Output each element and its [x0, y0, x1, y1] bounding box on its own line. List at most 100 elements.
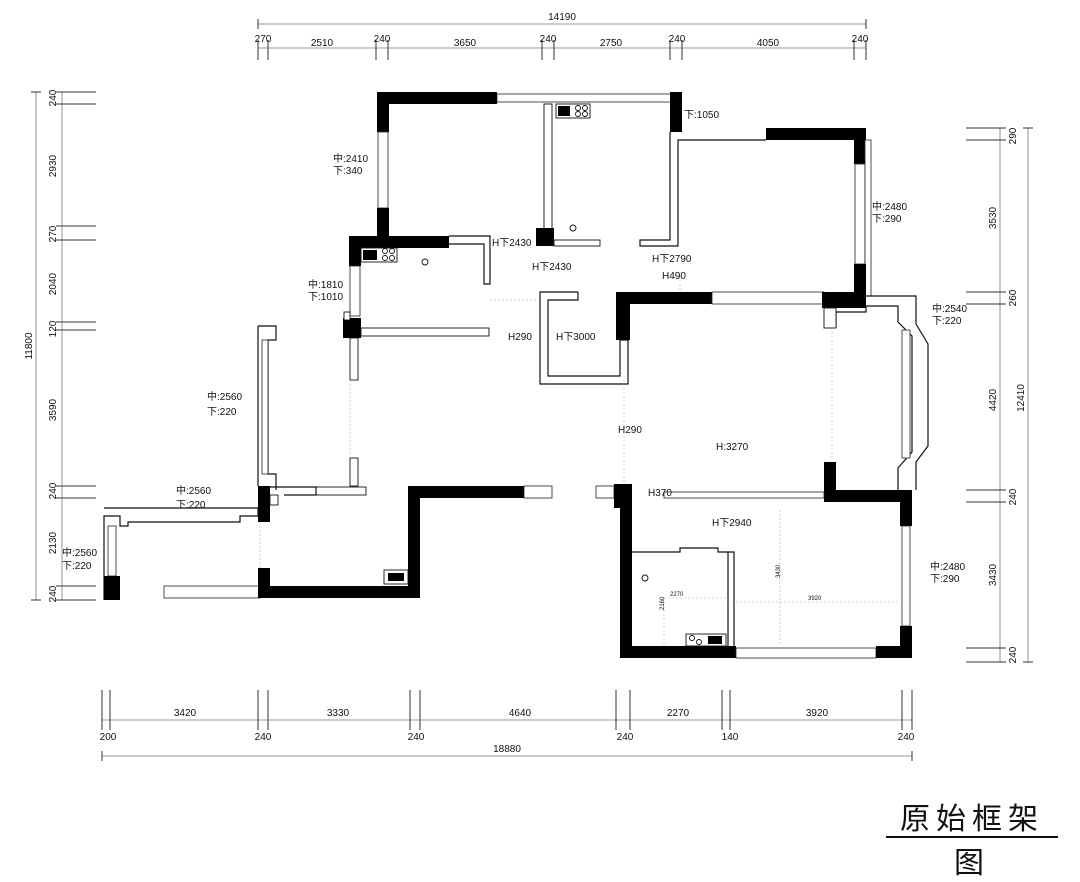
drawing-title: 原始框架图	[900, 802, 1044, 881]
window	[523, 485, 553, 499]
burner-icon	[575, 111, 581, 117]
right-seg-4: 4420	[988, 388, 999, 411]
wall-segment	[854, 128, 866, 164]
bottom-dimension-chain: 3420 3330 4640 2270 3920 200 240 240 240…	[100, 690, 915, 761]
burner-icon	[389, 248, 395, 254]
window-height-label: 中:2560	[62, 546, 97, 559]
column	[104, 576, 120, 600]
left-seg-6: 3590	[48, 398, 59, 421]
wall-segment	[616, 292, 630, 340]
wall-segment	[377, 92, 497, 104]
left-seg-8: 2130	[48, 531, 59, 554]
left-seg-3: 270	[48, 225, 59, 242]
drawing-title-block: 原始框架图	[886, 790, 1058, 881]
beam-height-label: H下2940	[712, 518, 752, 529]
floor-drain-icon	[641, 574, 649, 582]
wall-segment	[670, 92, 682, 132]
sill-height-label: 下:1050	[684, 110, 719, 121]
bottom-wall-3: 240	[408, 732, 425, 743]
wall-outline	[866, 295, 929, 490]
bottom-seg-2: 3330	[327, 708, 350, 719]
beam-height-label: H290	[618, 425, 642, 436]
top-seg-1: 270	[255, 34, 272, 45]
walls	[103, 92, 929, 659]
bottom-wall-5: 140	[722, 732, 739, 743]
wall-segment	[377, 208, 389, 240]
room-dim-label: 3920	[808, 596, 822, 602]
bottom-wall-2: 240	[255, 732, 272, 743]
fixtures	[269, 103, 727, 647]
burner-icon	[389, 255, 395, 261]
right-seg-6: 3430	[988, 563, 999, 586]
partition	[543, 103, 553, 245]
window-height-label: 中:2480	[930, 560, 965, 573]
stove-burner	[363, 250, 377, 260]
wall-segment	[343, 318, 361, 338]
window	[901, 329, 911, 459]
sill-height-label: 下:220	[932, 316, 962, 327]
right-seg-7: 240	[1008, 646, 1019, 663]
window	[496, 93, 678, 103]
partition	[360, 327, 490, 337]
window	[901, 525, 911, 627]
left-dimension-chain: 11800 240 2930 270 2040 120 3590 240 213…	[24, 89, 96, 602]
wall-segment	[822, 292, 866, 308]
wall-outline	[639, 132, 766, 247]
sill-height-label: 下:290	[930, 574, 960, 585]
left-seg-5: 120	[48, 320, 59, 337]
right-seg-1: 290	[1008, 127, 1019, 144]
sill-height-label: 下:340	[333, 166, 363, 177]
beam-height-label: H370	[648, 488, 672, 499]
left-seg-9: 240	[48, 585, 59, 602]
floor-drain-icon	[421, 258, 429, 266]
wall-segment	[377, 92, 389, 132]
wall-outline	[449, 235, 491, 285]
partition	[349, 337, 359, 381]
wall-outline	[632, 547, 735, 646]
wall-segment	[824, 490, 912, 502]
room-dim-label: 3430	[776, 564, 782, 578]
sill-height-label: 下:220	[176, 500, 206, 511]
wall-segment	[408, 486, 420, 598]
beam-height-label: H290	[508, 332, 532, 343]
beam-height-label: H下3000	[556, 332, 596, 343]
small-column	[343, 311, 351, 321]
top-seg-3: 240	[374, 34, 391, 45]
room-dim-label: 2270	[670, 592, 684, 598]
window-height-label: 中:1810	[308, 278, 343, 291]
bottom-seg-4: 2270	[667, 708, 690, 719]
partition	[315, 486, 367, 496]
top-seg-6: 2750	[600, 38, 623, 49]
burner-icon	[696, 639, 702, 645]
top-seg-2: 2510	[311, 38, 334, 49]
right-dimension-chain: 290 3530 260 4420 240 3430 240 12410	[966, 127, 1033, 663]
top-seg-5: 240	[540, 34, 557, 45]
wall-segment	[854, 264, 866, 294]
left-seg-2: 2930	[48, 154, 59, 177]
small-column	[269, 494, 279, 506]
floor-plan: 14190 270 2510 240 3650 240 2750 240 405…	[24, 12, 1033, 761]
beam-height-label: H下2430	[492, 238, 532, 249]
right-seg-5: 240	[1008, 488, 1019, 505]
wall-segment	[258, 586, 420, 598]
beam-height-label: H下2430	[532, 262, 572, 273]
partition	[553, 239, 601, 247]
top-seg-7: 240	[669, 34, 686, 45]
sill-height-label: 下:220	[62, 561, 92, 572]
sill-height-label: 下:220	[207, 407, 237, 418]
wall-outline	[103, 507, 259, 600]
ceiling-height-label: H:3270	[716, 442, 749, 453]
window	[261, 339, 269, 475]
bottom-seg-3: 4640	[509, 708, 532, 719]
right-seg-2: 3530	[988, 206, 999, 229]
window	[854, 163, 866, 265]
bottom-wall-6: 240	[898, 732, 915, 743]
window-height-label: 中:2560	[176, 484, 211, 497]
wall-outline	[270, 486, 317, 496]
top-seg-9: 240	[852, 34, 869, 45]
appliance-mark	[388, 573, 404, 581]
wall-segment	[349, 236, 449, 248]
window	[349, 265, 361, 317]
left-seg-4: 2040	[48, 272, 59, 295]
room-dim-label: 2160	[660, 596, 666, 610]
